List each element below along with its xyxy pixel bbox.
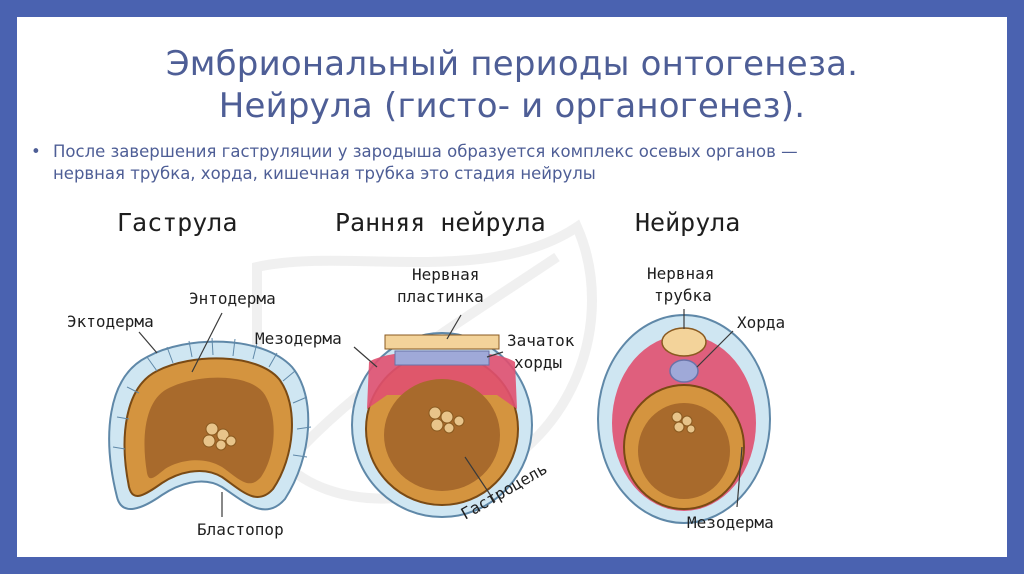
label-neural-plate-line2: пластинка xyxy=(397,287,484,306)
label-neural-plate-line1: Нервная xyxy=(412,265,479,284)
neurula-neural-tube xyxy=(662,328,706,356)
label-chorda-rudiment-line2: хорды xyxy=(514,353,562,372)
label-chorda: Хорда xyxy=(737,313,785,332)
gastrula-figure xyxy=(109,338,311,509)
label-neural-tube-line2: трубка xyxy=(654,286,712,305)
stage-label-neurula: Нейрула xyxy=(635,208,740,237)
label-chorda-rudiment-line1: Зачаток xyxy=(507,331,575,350)
early-neurula-neural-plate xyxy=(385,335,499,349)
stage-label-early-neurula: Ранняя нейрула xyxy=(335,208,546,237)
label-mesoderm-late: Мезодерма xyxy=(687,513,774,532)
neurula-chorda xyxy=(670,360,698,382)
label-blastopore: Бластопор xyxy=(197,520,284,539)
stage-label-gastrula: Гаструла xyxy=(117,208,237,237)
label-neural-tube-line1: Нервная xyxy=(647,264,714,283)
label-endoderm: Энтодерма xyxy=(189,289,276,308)
embryo-diagram: Гаструла Ранняя нейрула Нейрула Эктодерм… xyxy=(17,17,1007,557)
early-neurula-chorda-rudiment xyxy=(395,351,489,365)
label-ectoderm: Эктодерма xyxy=(67,312,154,331)
slide: Эмбриональный периоды онтогенеза. Нейрул… xyxy=(17,17,1007,557)
neurula-figure xyxy=(598,315,770,523)
label-mesoderm-early: Мезодерма xyxy=(255,329,342,348)
early-neurula-cavity xyxy=(384,379,500,491)
